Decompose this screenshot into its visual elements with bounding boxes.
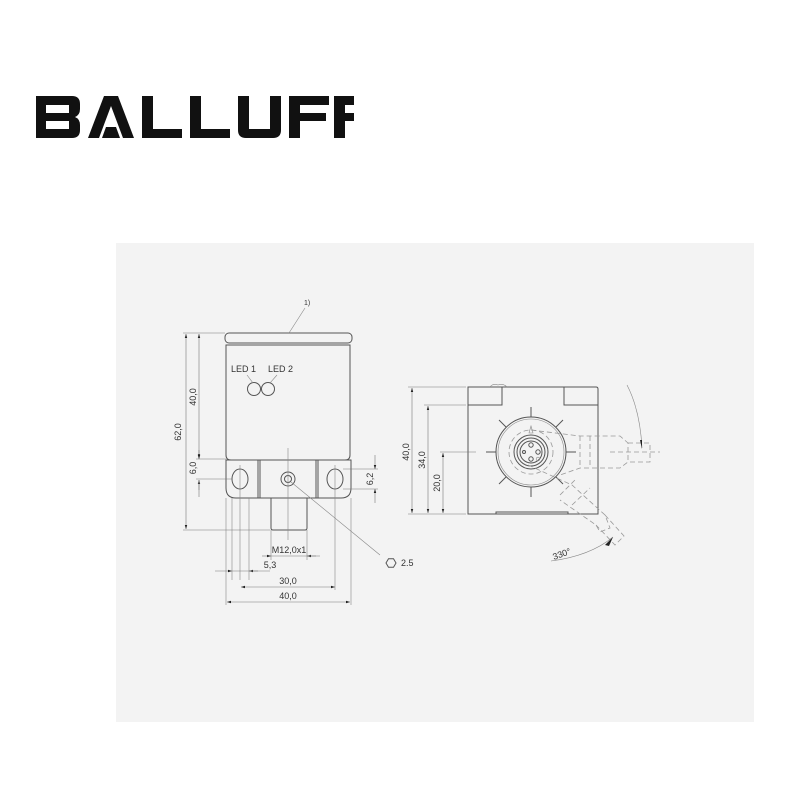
hex-size-label: 2.5 xyxy=(401,558,414,568)
led-1 xyxy=(247,382,261,396)
dim-62-label: 62,0 xyxy=(173,423,183,441)
cable-angled-ghost xyxy=(527,464,625,546)
cable-horizontal-ghost xyxy=(530,429,660,476)
dim-6-2-label: 6,2 xyxy=(365,473,375,486)
dim-side-34-label: 34,0 xyxy=(417,451,427,469)
dim-40-width-label: 40,0 xyxy=(279,591,297,601)
side-view: 330° 40,0 34,0 20,0 xyxy=(401,384,660,562)
callout-1: 1) xyxy=(304,300,310,307)
led-2-label: LED 2 xyxy=(268,364,293,374)
dim-6-label: 6,0 xyxy=(188,462,198,475)
led-1-label: LED 1 xyxy=(231,364,256,374)
dim-5-3-label: 5,3 xyxy=(264,560,277,570)
connector-face xyxy=(486,407,576,497)
dim-thread-label: M12,0x1 xyxy=(272,545,307,555)
dim-30-label: 30,0 xyxy=(279,576,297,586)
side-body xyxy=(467,386,599,515)
front-view: LED 1 LED 2 1) 62,0 40,0 6,0 6,2 xyxy=(173,300,414,605)
dim-side-20-label: 20,0 xyxy=(432,474,442,492)
dim-side-40-label: 40,0 xyxy=(401,443,411,461)
hex-icon xyxy=(385,558,397,568)
top-cap xyxy=(224,332,353,344)
pin xyxy=(535,449,541,455)
pin xyxy=(528,456,534,462)
m12-connector xyxy=(270,498,308,531)
pin xyxy=(528,442,534,448)
balluff-logo-glyphs xyxy=(36,96,354,138)
balluff-logo xyxy=(36,96,354,138)
led-2 xyxy=(261,382,275,396)
mounting-flange xyxy=(225,459,352,499)
sensor-body xyxy=(225,344,351,461)
dim-40-height-label: 40,0 xyxy=(188,388,198,406)
drawing-panel xyxy=(116,243,754,722)
pin xyxy=(522,450,526,454)
